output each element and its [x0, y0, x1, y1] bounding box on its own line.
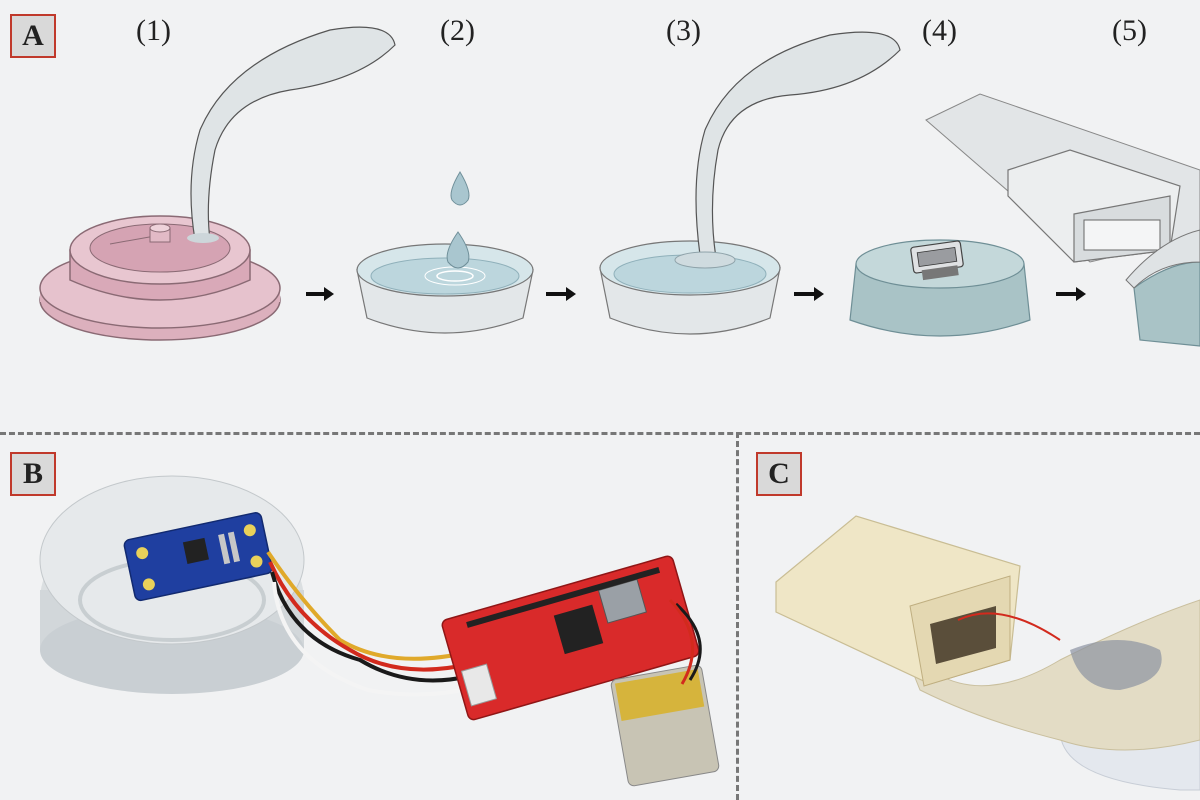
step-label-2: (2)	[440, 14, 475, 47]
panel-label-b: B	[10, 452, 56, 496]
step1-mold-illustration	[39, 26, 396, 341]
panel-c-photo	[775, 515, 1200, 791]
step-label-1: (1)	[136, 14, 171, 47]
step3-cup-pour-illustration	[599, 31, 901, 335]
step-label-5: (5)	[1112, 14, 1147, 47]
panel-label-c: C	[756, 452, 802, 496]
panel-label-a: A	[10, 14, 56, 58]
step2-cup-illustration	[356, 171, 534, 334]
sensor-board	[123, 512, 273, 602]
divider-horizontal	[0, 432, 1200, 435]
step-label-3: (3)	[666, 14, 701, 47]
step-label-4: (4)	[922, 14, 957, 47]
microcontroller-board	[441, 555, 700, 721]
arrow-3-to-4	[794, 287, 824, 301]
panel-b-photo	[39, 475, 720, 787]
battery	[610, 664, 720, 787]
arrow-2-to-3	[546, 287, 576, 301]
step5-assembly-illustration	[925, 93, 1200, 347]
step4-puck-sensor-illustration	[849, 239, 1031, 337]
divider-vertical	[736, 432, 739, 800]
arrow-1-to-2	[306, 287, 334, 301]
arrow-4-to-5	[1056, 287, 1086, 301]
